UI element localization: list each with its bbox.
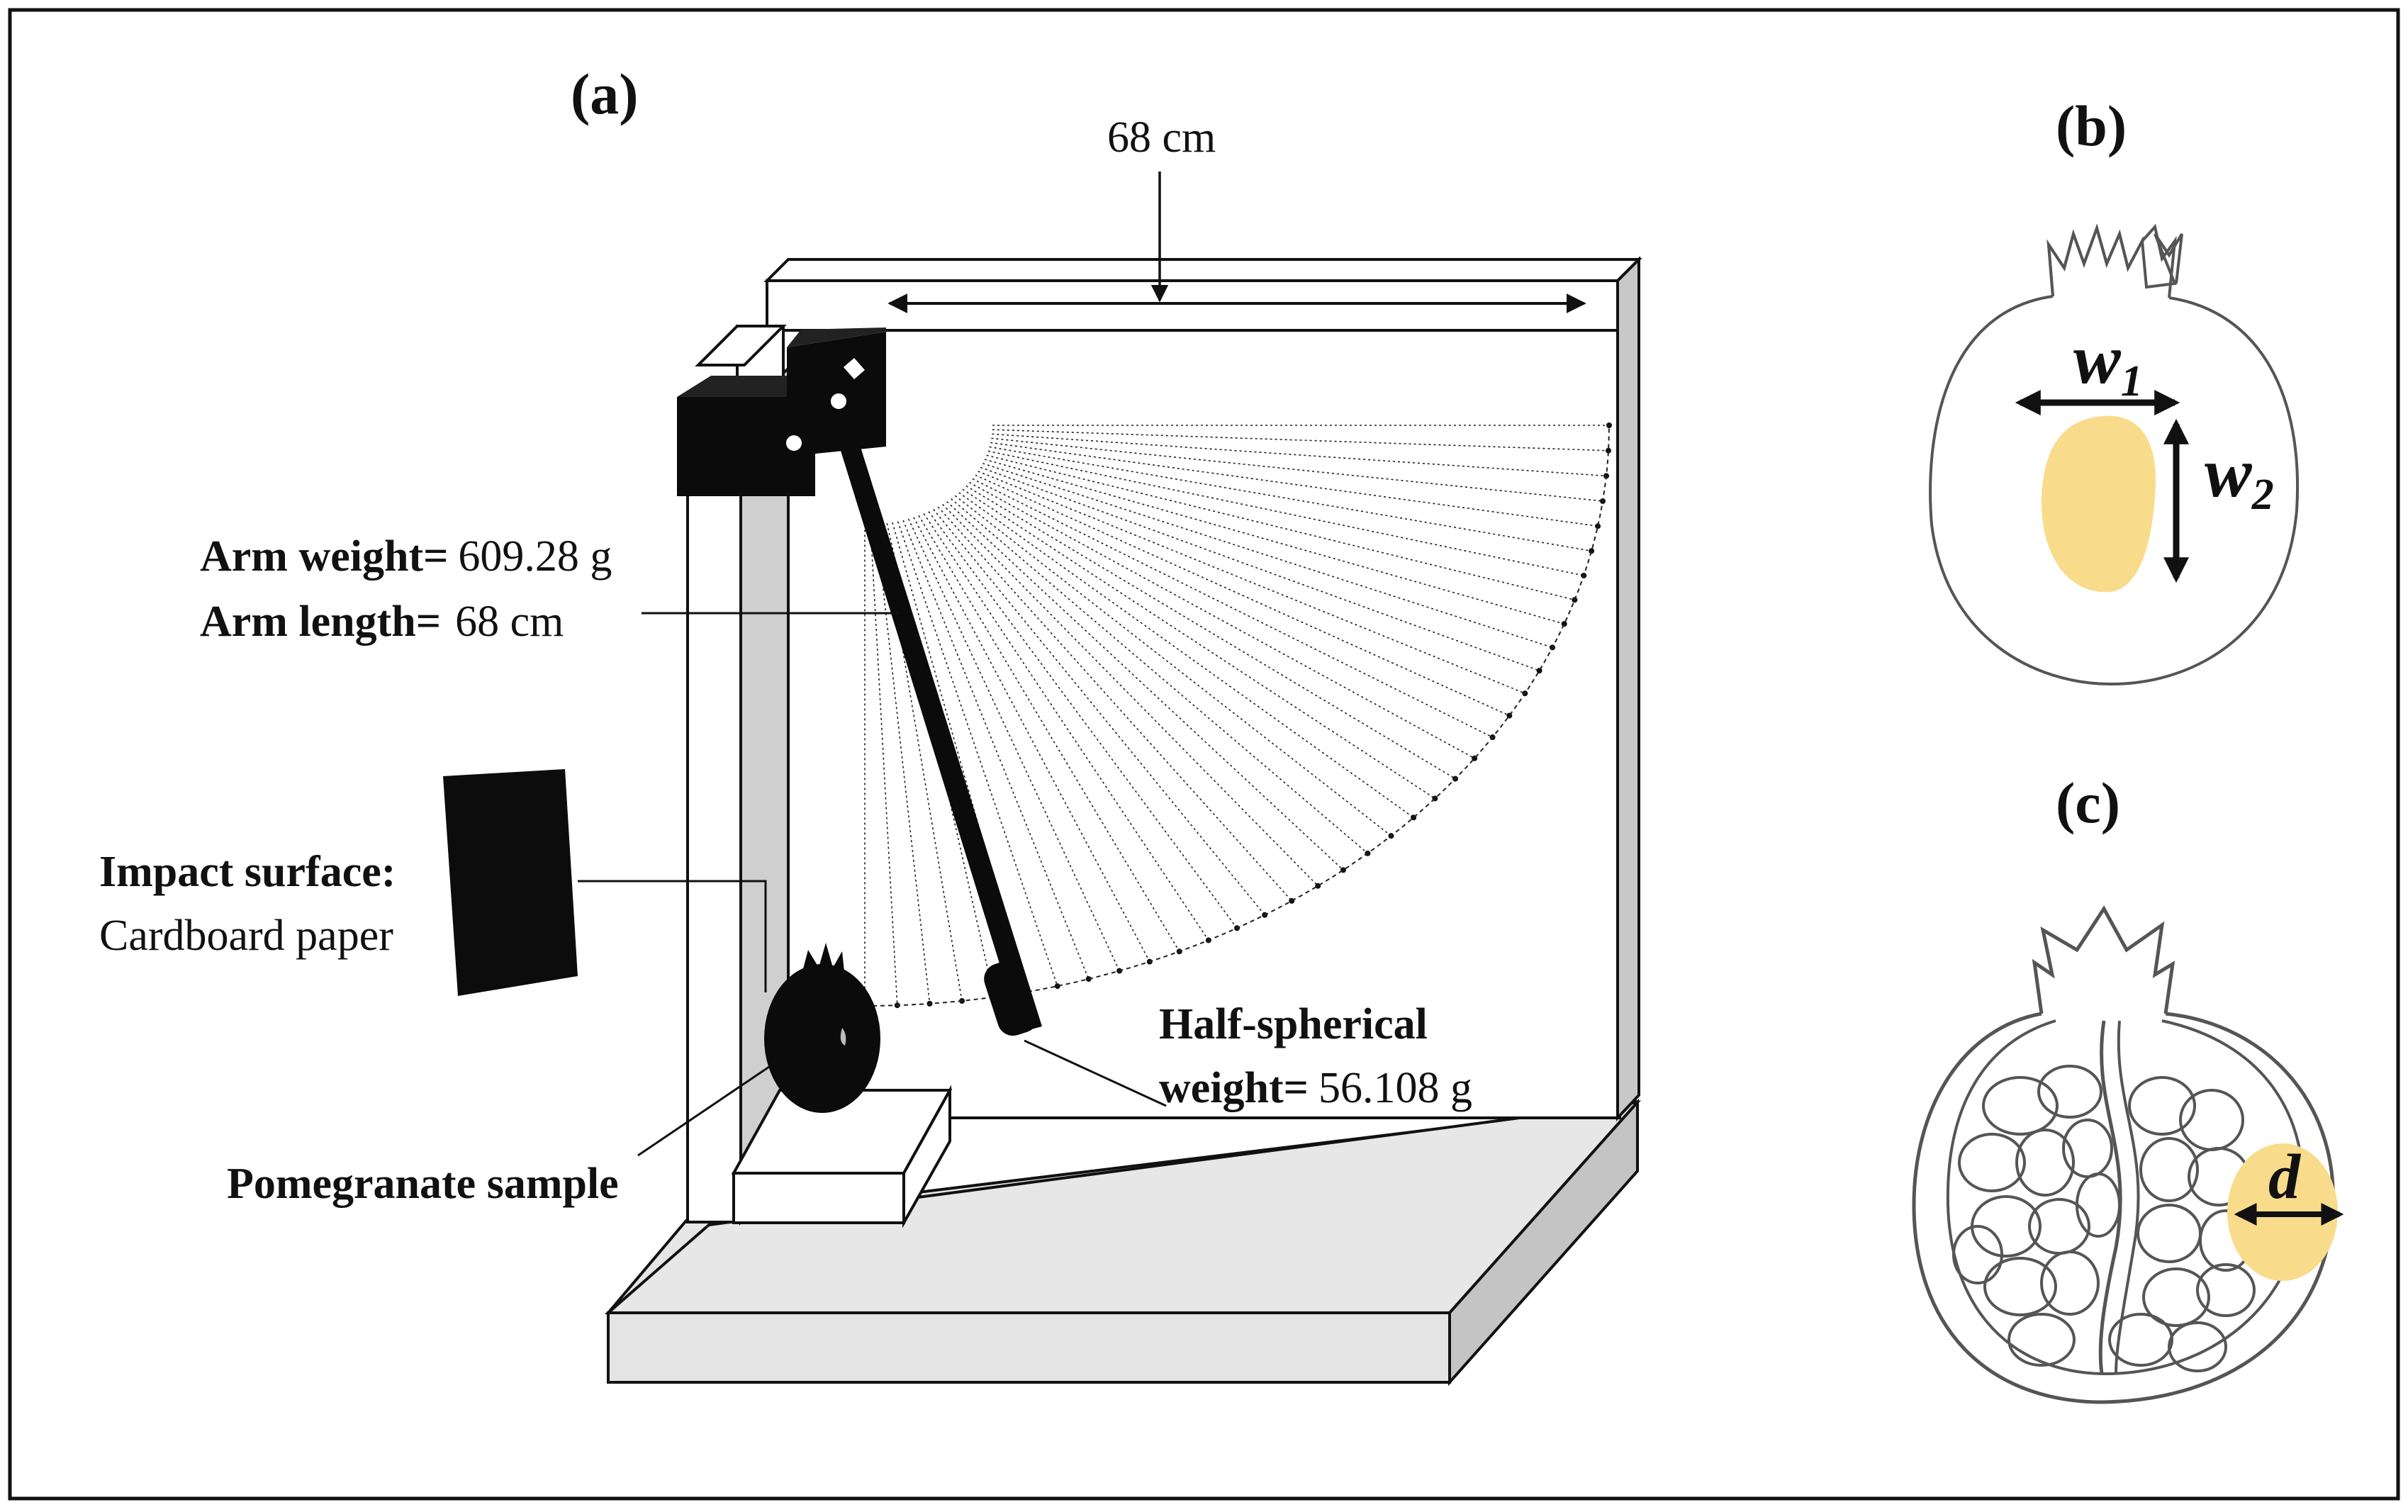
- aril-seed: [2142, 1267, 2210, 1327]
- half-spherical-weight: [984, 960, 1038, 1036]
- pivot-screw-1: [786, 435, 802, 451]
- fan-line: [918, 515, 1180, 952]
- impact-leader: [578, 880, 767, 992]
- weight-leader: [1024, 1039, 1167, 1107]
- fan-line: [965, 485, 1456, 780]
- fan-line: [907, 518, 1120, 971]
- aril-seed: [2015, 1129, 2075, 1197]
- fan-dot: [1589, 548, 1595, 554]
- bruise-b: [2042, 415, 2156, 593]
- impact-value: Cardboard paper: [99, 912, 393, 960]
- fan-line: [992, 429, 1609, 452]
- fan-line: [991, 437, 1603, 502]
- fan-line: [892, 522, 1027, 992]
- aril-seed: [1982, 1076, 2059, 1136]
- panel-c: (c) d: [1912, 771, 2344, 1404]
- fan-line: [992, 433, 1607, 477]
- fan-line: [986, 454, 1575, 601]
- fan-arc: [864, 425, 1610, 1007]
- fan-line: [958, 492, 1414, 818]
- svg-text:Arm weight=609.28 g: Arm weight=609.28 g: [200, 532, 612, 581]
- impact-label: Impact surface:: [99, 848, 396, 896]
- fan-line: [982, 462, 1553, 649]
- fan-dot: [1289, 897, 1295, 904]
- aril-seed: [2196, 1263, 2256, 1317]
- aril-cluster: [1952, 1065, 2256, 1372]
- arm-length-label: Arm length=: [200, 598, 441, 646]
- sample-label: Pomegranate sample: [227, 1160, 619, 1208]
- panel-b: (b) w1 w2: [1929, 94, 2299, 686]
- fan-line: [946, 500, 1344, 870]
- aril-seed: [2007, 1313, 2076, 1367]
- svg-text:weight=56.108 g: weight=56.108 g: [1159, 1064, 1472, 1112]
- fan-dot: [1561, 621, 1567, 627]
- pivot-box-right: [787, 332, 886, 454]
- fan-dot: [1606, 447, 1612, 454]
- panel-b-label: (b): [2056, 94, 2127, 158]
- fan-dot: [1595, 523, 1601, 530]
- base-side: [1448, 1098, 1639, 1387]
- fan-dot: [1606, 422, 1612, 428]
- fan-line: [937, 506, 1292, 902]
- top-rail-front: [766, 279, 1619, 332]
- sample-leader: [637, 1065, 770, 1157]
- aril-seed: [2139, 1137, 2199, 1202]
- w2-label: w: [2205, 433, 2253, 512]
- half-spherical-label: Half-spherical: [1159, 1000, 1428, 1048]
- fan-line: [951, 498, 1368, 854]
- left-post-front: [686, 408, 742, 1223]
- arm-weight-value: 609.28 g: [458, 532, 612, 581]
- fan-line: [902, 520, 1090, 980]
- w2-sub: 2: [2251, 471, 2274, 519]
- w1-label: w: [2073, 320, 2122, 398]
- arm-weight-label: Arm weight=: [200, 532, 448, 581]
- fan-line: [928, 511, 1238, 929]
- fan-line: [978, 471, 1525, 694]
- base-front: [607, 1311, 1451, 1384]
- aril-seed: [2168, 1321, 2227, 1372]
- aril-seed: [2108, 1313, 2173, 1367]
- fan-line: [984, 459, 1564, 625]
- aril-seed: [2128, 1076, 2196, 1136]
- top-rail: [763, 258, 1642, 282]
- pivot-screw-2: [831, 393, 846, 409]
- fan-line: [870, 525, 898, 1006]
- fan-dot: [1085, 976, 1092, 982]
- aril-seed: [1958, 1133, 2026, 1192]
- fan-line: [975, 474, 1510, 717]
- svg-text:w1: w1: [2073, 320, 2143, 405]
- half-weight-label: weight=: [1159, 1064, 1309, 1112]
- sample-stand-front: [732, 1172, 905, 1224]
- top-length-label: 68 cm: [1107, 113, 1216, 162]
- fan-line: [923, 513, 1209, 941]
- panel-c-label: (c): [2056, 771, 2120, 835]
- fan-line: [969, 481, 1475, 759]
- pomegranate-sample: [764, 943, 880, 1113]
- w1-sub: 1: [2121, 357, 2143, 405]
- fruit-outline-c: [1912, 1012, 2335, 1404]
- aril-seed: [1983, 1257, 2057, 1316]
- arm-length-value: 68 cm: [455, 598, 564, 646]
- fan-dot: [1572, 597, 1578, 603]
- pivot-box-left: [677, 397, 815, 496]
- pendulum-arm: [835, 427, 1042, 1032]
- fan-dot: [1054, 983, 1060, 990]
- svg-text:w2: w2: [2205, 433, 2274, 519]
- aril-seed: [2037, 1065, 2102, 1119]
- aril-seed: [1952, 1225, 2003, 1284]
- panel-a: (a) 68 cm Arm weight=609.28 g Arm length…: [99, 62, 1642, 1387]
- half-weight-value: 56.108 g: [1318, 1064, 1472, 1112]
- fruit-crown-c: [2032, 905, 2175, 1014]
- svg-text:Arm length=68 cm: Arm length= 68 cm: [200, 598, 564, 646]
- panel-a-label: (a): [571, 62, 639, 126]
- right-post-side: [1616, 256, 1640, 1122]
- fan-line: [987, 450, 1584, 576]
- sample-stand-side: [902, 1085, 951, 1228]
- fan-line: [875, 524, 931, 1004]
- aril-seed: [2040, 1250, 2100, 1316]
- impact-surface-cardboard: [443, 769, 578, 996]
- d-label: d: [2268, 1142, 2302, 1212]
